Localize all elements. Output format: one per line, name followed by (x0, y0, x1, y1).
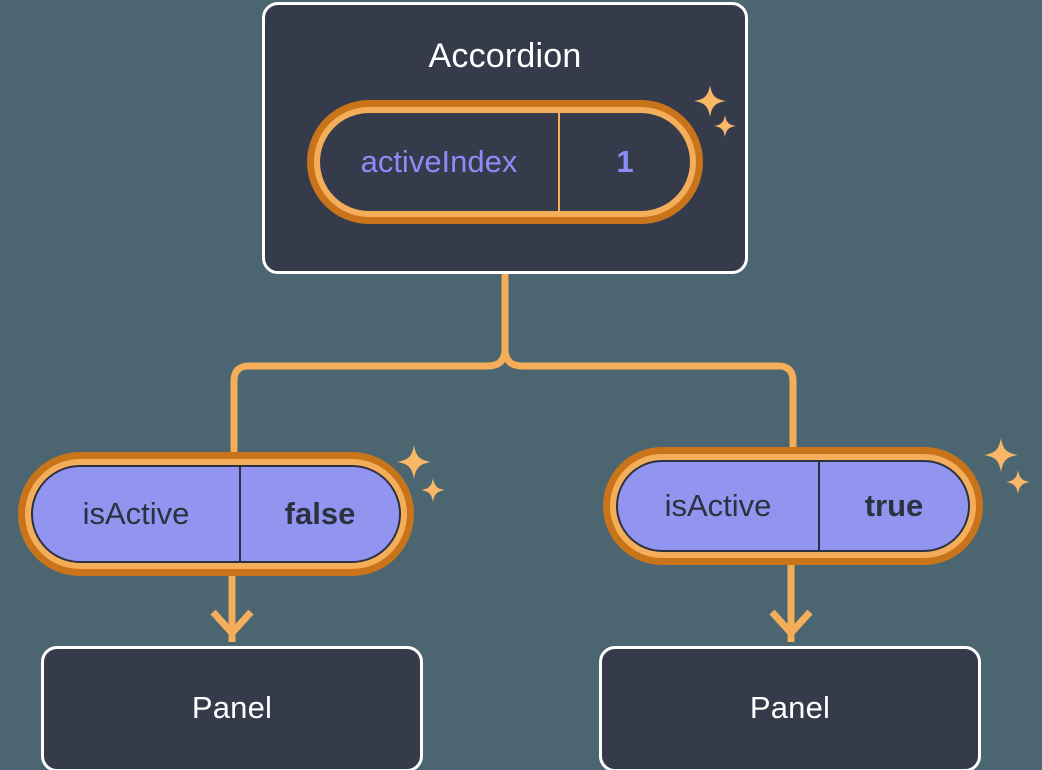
state-value-label: false (239, 467, 399, 561)
panel-component-box-right[interactable]: Panel (599, 646, 981, 770)
sparkle-icon (421, 478, 445, 502)
state-value-label: 1 (558, 113, 690, 211)
state-pill-inner: activeIndex 1 (320, 113, 690, 211)
state-key-label: isActive (82, 496, 190, 531)
state-key-label: activeIndex (360, 144, 518, 179)
panel-title: Panel (191, 690, 273, 725)
state-key-label: isActive (664, 488, 772, 523)
state-value-label: true (818, 462, 968, 550)
state-pill-inner: isActive true (616, 460, 970, 552)
connector-branch-right (501, 351, 797, 447)
sparkle-icon (1006, 470, 1030, 494)
state-pill-activeindex[interactable]: activeIndex 1 (307, 100, 703, 224)
arrow-left-to-panel (210, 576, 254, 642)
accordion-title: Accordion (428, 37, 582, 75)
arrow-right-to-panel (769, 565, 813, 642)
sparkle-icon (397, 445, 431, 479)
panel-title: Panel (749, 690, 831, 725)
sparkle-icon (984, 438, 1018, 472)
state-pill-inner: isActive false (31, 465, 401, 563)
panel-component-box-left[interactable]: Panel (41, 646, 423, 770)
connector-branch-left (230, 351, 509, 452)
state-pill-isactive-false[interactable]: isActive false (18, 452, 414, 576)
state-pill-isactive-true[interactable]: isActive true (603, 447, 983, 565)
